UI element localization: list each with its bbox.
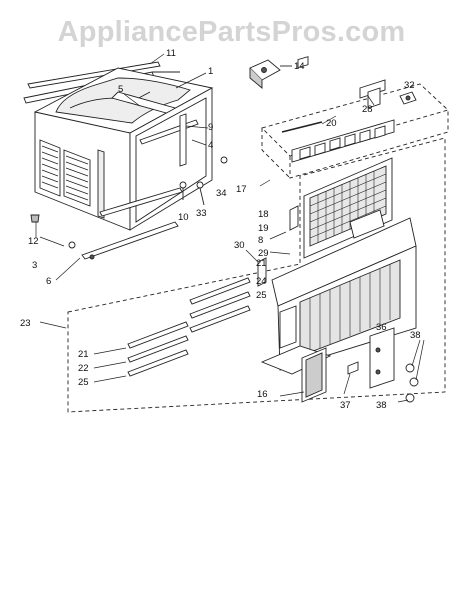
callout-9: 9	[208, 122, 213, 133]
callout-29: 29	[258, 248, 269, 259]
callout-28: 28	[362, 104, 373, 115]
knob-part	[30, 214, 40, 223]
mounting-plate-part	[369, 327, 419, 403]
callout-17: 17	[236, 184, 247, 195]
side-louvers	[39, 139, 91, 207]
callout-30: 30	[234, 240, 245, 251]
callout-12: 12	[28, 236, 39, 247]
callout-16: 16	[257, 389, 268, 400]
callout-18: 18	[258, 209, 269, 220]
callout-4: 4	[208, 140, 213, 151]
callout-11: 11	[166, 48, 176, 59]
callout-38-lower: 38	[376, 400, 387, 411]
callout-34: 34	[216, 188, 227, 199]
callout-38-upper: 38	[410, 330, 421, 341]
control-panel-assembly	[261, 56, 449, 179]
vent-grille-part	[301, 347, 327, 403]
front-panel-assembly	[67, 137, 446, 413]
weather-strip-set-left	[127, 321, 189, 377]
callout-14: 14	[294, 61, 305, 72]
callout-37: 37	[340, 400, 351, 411]
callout-21-upper: 21	[256, 258, 267, 269]
screw-hardware	[179, 156, 228, 206]
callout-25-lower: 25	[78, 377, 89, 388]
callout-1: 1	[208, 66, 213, 77]
weather-strip-set-right	[189, 277, 251, 333]
callout-24: 24	[256, 276, 267, 287]
callout-10: 10	[178, 212, 189, 223]
callout-32: 32	[404, 80, 415, 91]
callout-23: 23	[20, 318, 31, 329]
callout-20: 20	[326, 118, 337, 129]
bottom-rail-part	[68, 221, 179, 260]
callout-21-lower: 21	[78, 349, 89, 360]
front-grille-part	[260, 209, 417, 375]
callout-36: 36	[376, 322, 387, 333]
bracket-part	[249, 59, 292, 89]
cabinet-housing	[33, 67, 214, 231]
callout-8: 8	[258, 235, 263, 246]
callout-leaders	[35, 53, 425, 403]
callout-33: 33	[196, 208, 207, 219]
callout-labels: 1 3 4 5 6 8 9 10 11 12 14 16 17 18 19 20…	[20, 48, 421, 411]
callout-5: 5	[118, 84, 123, 95]
watermark-logo: AppliancePartsPros.com	[57, 16, 406, 48]
callout-25-upper: 25	[256, 290, 267, 301]
callout-19: 19	[258, 223, 269, 234]
callout-22: 22	[78, 363, 89, 374]
callout-6: 6	[46, 276, 51, 287]
callout-3: 3	[32, 260, 37, 271]
air-filter-part	[303, 157, 393, 259]
